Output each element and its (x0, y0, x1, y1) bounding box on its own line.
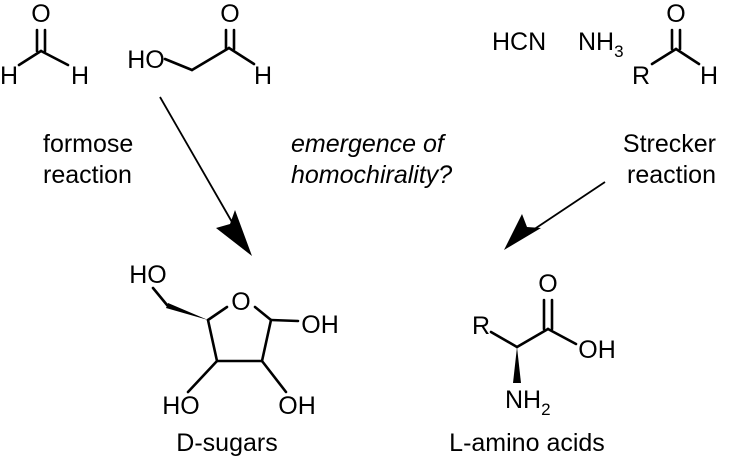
formose-label-line1: formose (43, 130, 133, 158)
strecker-label-line1: Strecker (623, 130, 716, 158)
ammonia-subscript: 3 (614, 42, 623, 61)
formaldehyde-molecule: O H H (0, 0, 89, 90)
ribose-oh-bottom-group: OH (278, 392, 316, 420)
strecker-arrow (504, 181, 606, 250)
ammonia-molecule: NH3 (578, 28, 624, 61)
amino-acid-r-group: R (472, 312, 490, 340)
glycolaldehyde-molecule: HO O H (127, 0, 272, 90)
homochirality-label-line2: homochirality? (291, 161, 452, 189)
aldehyde-cr-bond (650, 47, 678, 66)
glycolaldehyde-o-c-bond (163, 57, 194, 72)
amino-acid-amino-group: NH2 (505, 386, 551, 419)
aldehyde-molecule: O R H (632, 0, 718, 90)
ribose-c2-oh-bond (260, 359, 288, 394)
amino-acid-r-calpha-bond (489, 330, 519, 349)
ribose-o-c1-bond (253, 305, 273, 322)
aldehyde-r-group: R (632, 62, 650, 90)
amino-acid-calpha-c-bond (515, 327, 550, 349)
formaldehyde-h-left-atom: H (0, 62, 18, 90)
d-sugars-label: D-sugars (176, 429, 277, 457)
aldehyde-o-atom: O (666, 0, 685, 28)
formaldehyde-h-right-atom: H (71, 62, 89, 90)
amino-acid-amino-subscript: 2 (541, 400, 550, 419)
formose-arrow (159, 96, 252, 256)
glycolaldehyde-ho-group: HO (127, 46, 165, 74)
ribose-c3-c4-bond (206, 318, 219, 363)
formaldehyde-ch-right-bond (39, 49, 70, 67)
homochirality-label-line1: emergence of (291, 130, 447, 158)
ribose-ring-o-atom: O (231, 288, 250, 316)
ribose-c4-c5-wedge-bond (166, 303, 208, 320)
glycolaldehyde-o-atom: O (220, 0, 239, 28)
glycolaldehyde-h-atom: H (254, 62, 272, 90)
amino-acid-oh-group: OH (578, 336, 616, 364)
ribose-ho-bottom-group: HO (162, 392, 200, 420)
ribose-ho-top-group: HO (129, 261, 167, 289)
amino-acid-calpha-n-wedge-bond (513, 347, 521, 383)
ribose-c3-oh-bond (186, 359, 219, 394)
amino-acid-amino-base: NH (505, 386, 541, 414)
amino-acid-molecule: R O OH NH2 (472, 270, 616, 419)
strecker-label-line2: reaction (627, 161, 716, 189)
aldehyde-h-atom: H (700, 62, 718, 90)
l-amino-acids-label: L-amino acids (449, 429, 605, 457)
ribose-c1-oh-bond (269, 318, 300, 323)
glycolaldehyde-ch-bond (227, 46, 256, 66)
strecker-arrow-head (504, 214, 541, 250)
aldehyde-ch-bond (674, 47, 701, 66)
amino-acid-carbonyl-o-atom: O (538, 270, 557, 298)
ribose-c5-oh-bond (151, 286, 169, 307)
amino-acid-c-oh-bond (546, 327, 578, 346)
ribose-c1-c2-bond (260, 318, 273, 363)
formose-arrow-shaft (159, 96, 237, 230)
ribose-molecule: HO O OH HO OH (129, 261, 339, 420)
formaldehyde-ch-left-bond (17, 49, 43, 67)
ammonia-base: NH (578, 28, 614, 56)
hcn-molecule: HCN (492, 28, 546, 56)
formose-label-line2: reaction (43, 161, 132, 189)
glycolaldehyde-c-c-bond (190, 46, 231, 72)
formose-arrow-head (216, 210, 252, 256)
ribose-oh-right-group: OH (301, 311, 339, 339)
ribose-o-c4-bond (206, 305, 229, 322)
strecker-arrow-shaft (529, 181, 606, 233)
formaldehyde-o-atom: O (31, 0, 50, 28)
